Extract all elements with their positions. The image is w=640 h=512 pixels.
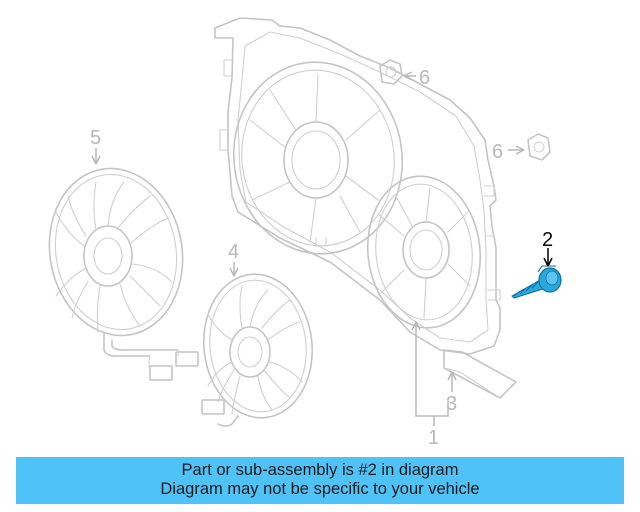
fan-shroud	[214, 17, 501, 355]
callout-6-lower: 6	[492, 141, 503, 163]
callout-6-upper: 6	[419, 67, 430, 89]
banner-line-2: Diagram may not be specific to your vehi…	[160, 480, 480, 498]
banner-line-1: Part or sub-assembly is #2 in diagram	[181, 461, 459, 479]
callout-3: 3	[446, 393, 457, 415]
bolt-2-highlighted	[511, 265, 562, 299]
callout-1: 1	[428, 427, 439, 449]
fan-5	[48, 167, 199, 381]
info-banner: Part or sub-assembly is #2 in diagram Di…	[16, 457, 624, 504]
callout-2: 2	[542, 229, 553, 251]
callout-pointers	[91, 71, 553, 426]
nut-6-lower	[527, 133, 551, 161]
fan-4	[201, 273, 314, 427]
callout-5: 5	[90, 127, 101, 149]
parts-diagram: 1 2 3 4 5 6 6	[48, 17, 562, 449]
callout-4: 4	[228, 241, 239, 263]
bracket-3	[443, 349, 517, 399]
nut-6-upper	[379, 59, 403, 85]
